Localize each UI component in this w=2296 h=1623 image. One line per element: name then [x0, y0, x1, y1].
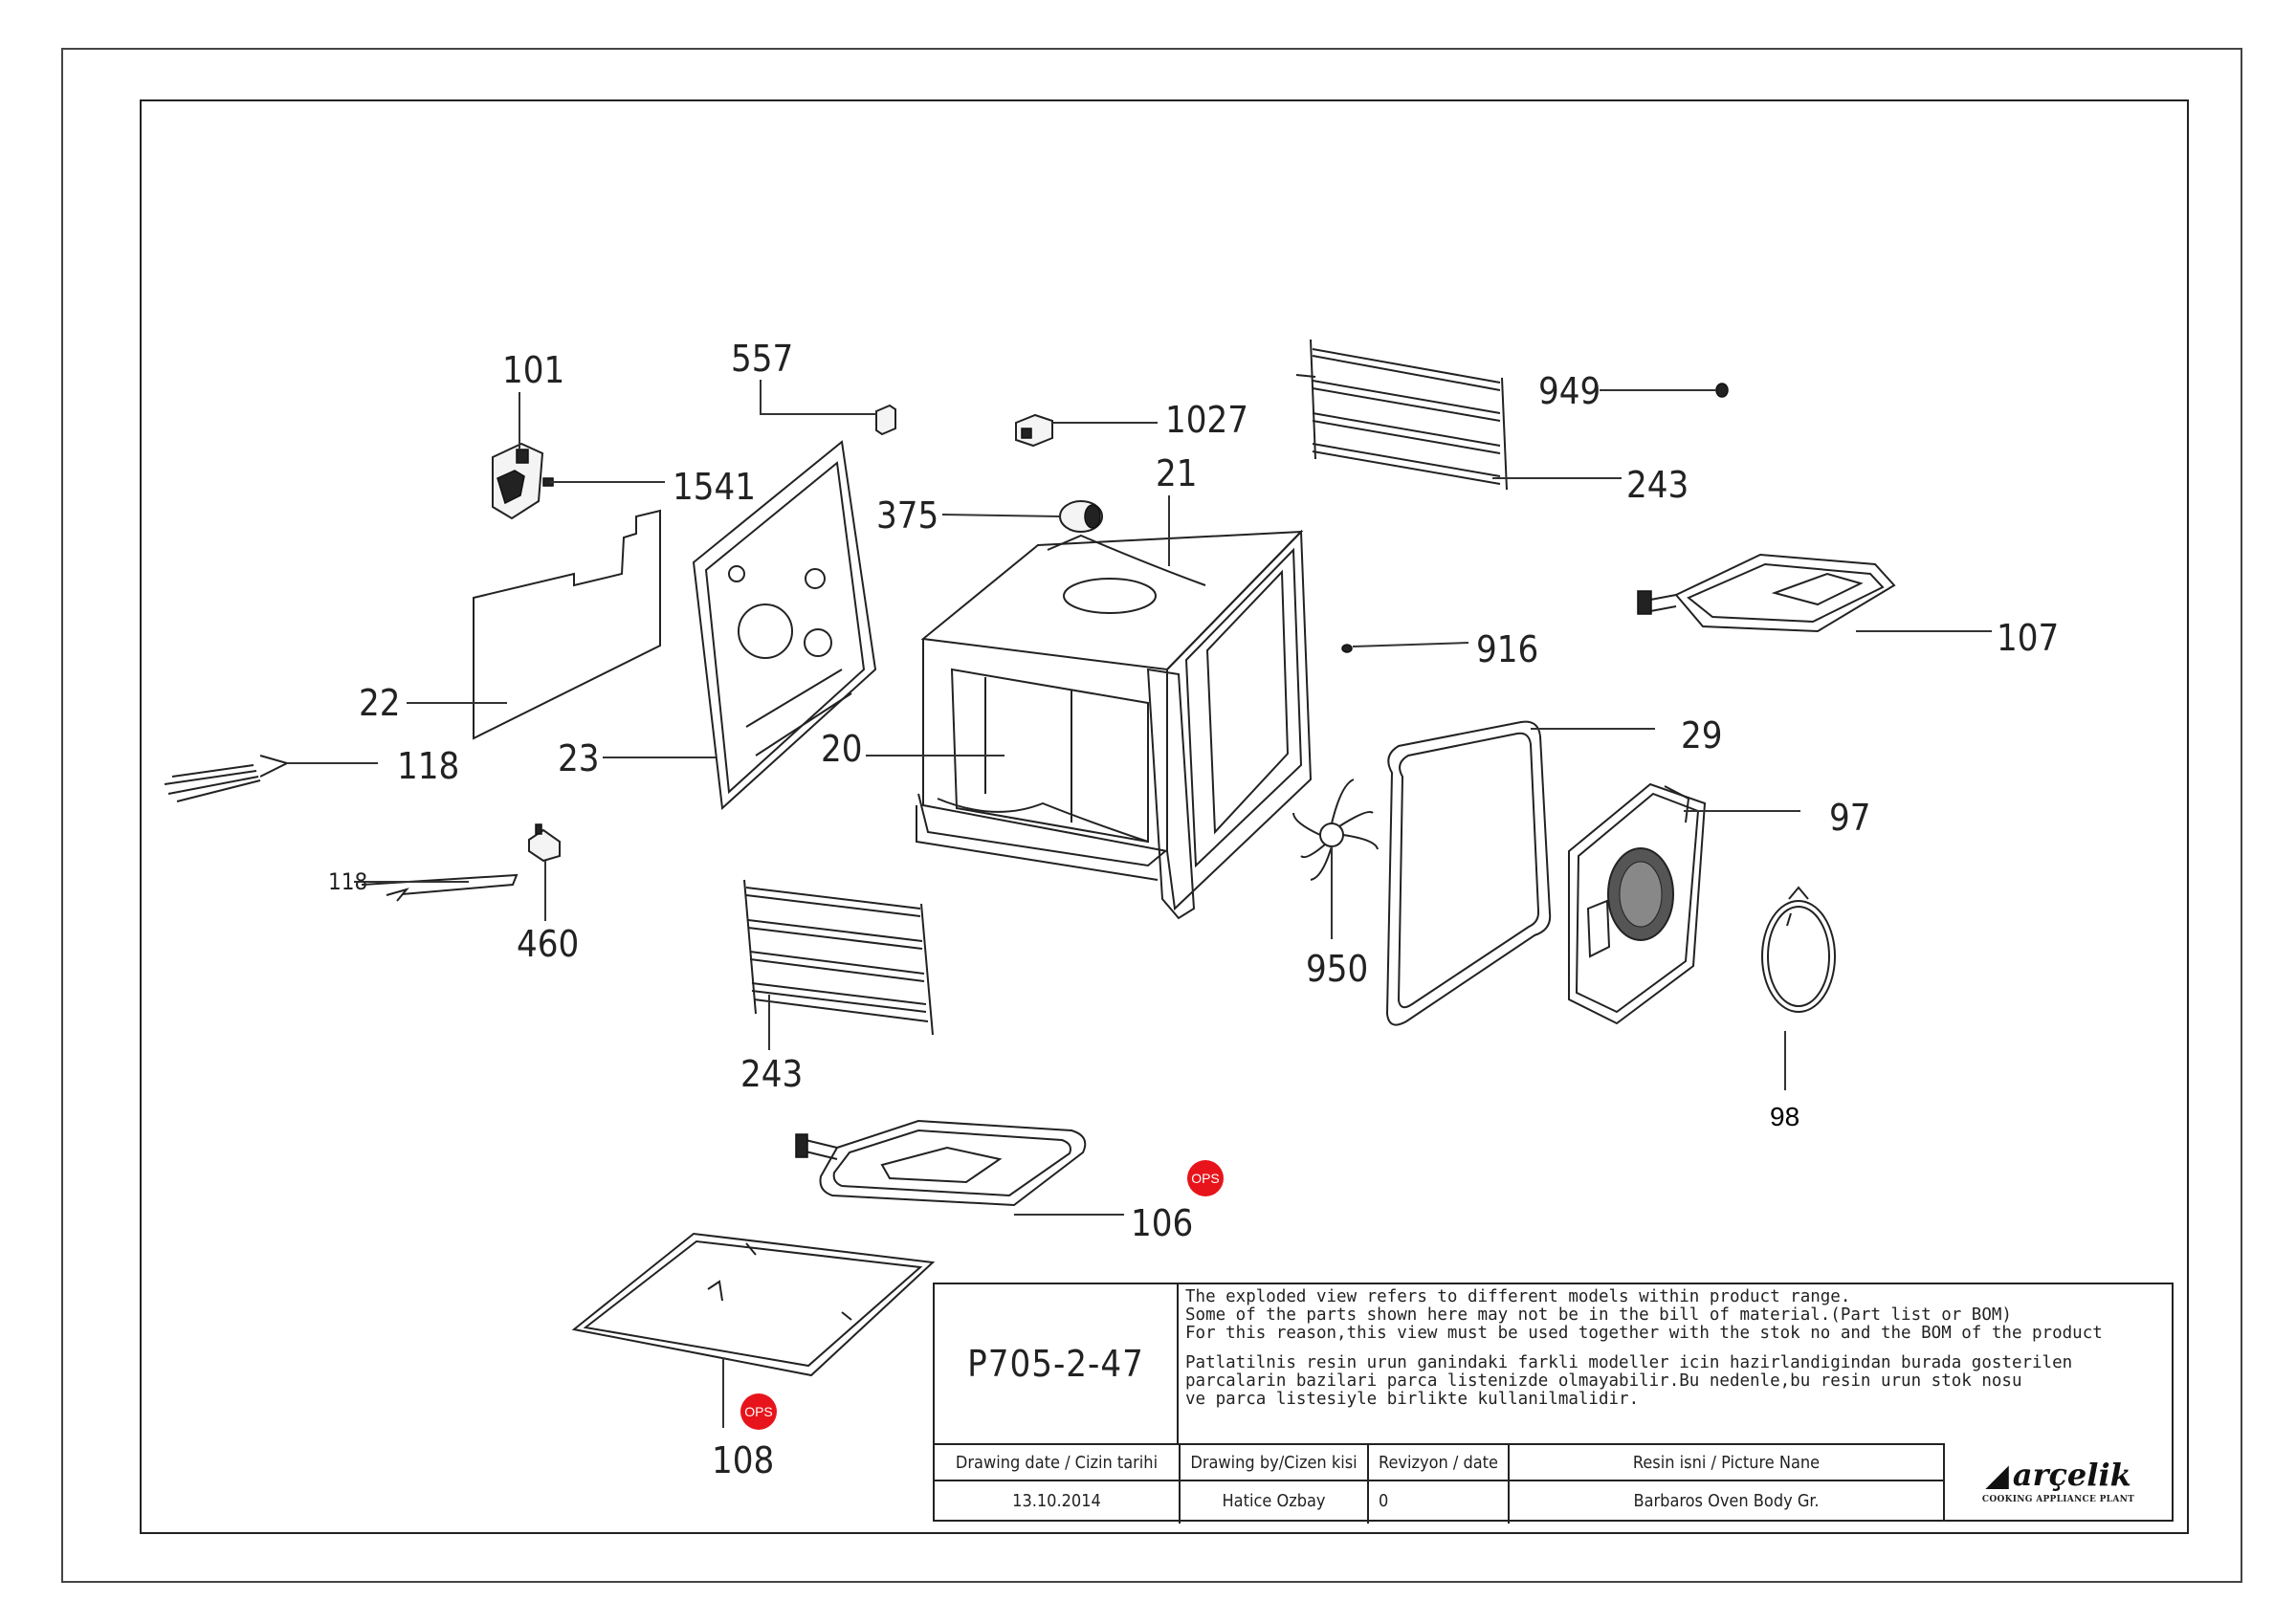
part-21-oven-cavity — [916, 529, 1313, 920]
ops-badge: OPS — [740, 1393, 777, 1430]
part-916-screw — [1341, 644, 1353, 653]
part-23-rear-panel — [692, 440, 877, 811]
callout-98: 98 — [1770, 1102, 1799, 1131]
callout-118-sensor: 118 — [328, 868, 367, 895]
brand-mark-icon: ◢ — [1985, 1457, 2009, 1493]
header-revision: Revizyon / date — [1379, 1452, 1498, 1473]
leader-557 — [760, 380, 876, 415]
header-drawing-date: Drawing date / Cizin tarihi — [955, 1452, 1159, 1473]
part-107-top-heater — [1637, 553, 1896, 633]
value-picture-name: Barbaros Oven Body Gr. — [1633, 1490, 1820, 1511]
outer-border — [61, 48, 2242, 1583]
part-108-bottom-plate — [571, 1232, 936, 1377]
callout-1027: 1027 — [1165, 399, 1248, 441]
callout-107: 107 — [1997, 617, 2059, 659]
note-line: The exploded view refers to different mo… — [1185, 1287, 1851, 1306]
callout-101: 101 — [502, 349, 564, 391]
part-243-shelf-rack-top — [1295, 339, 1508, 491]
arcelik-logo: ◢arçelik COOKING APPLIANCE PLANT — [1943, 1443, 2172, 1520]
part-460-bracket — [528, 823, 561, 863]
part-22-insulation — [473, 509, 661, 740]
note-line: For this reason,this view must be used t… — [1185, 1324, 2103, 1343]
part-118-cable — [164, 755, 290, 802]
part-949-screw — [1715, 383, 1729, 398]
callout-557: 557 — [731, 338, 793, 380]
part-97-fan-cover — [1568, 782, 1707, 1025]
drawing-border — [140, 99, 2189, 1534]
callout-950: 950 — [1306, 948, 1368, 990]
value-drawing-date: 13.10.2014 — [1012, 1490, 1101, 1511]
part-243-shelf-rack-bottom — [743, 879, 934, 1036]
part-101-thermostat — [492, 442, 554, 520]
callout-243-bottom: 243 — [740, 1053, 803, 1095]
callout-23: 23 — [558, 737, 600, 779]
callout-243-top: 243 — [1626, 464, 1689, 506]
callout-20: 20 — [821, 728, 863, 770]
part-375-lamp — [1059, 500, 1103, 533]
callout-916: 916 — [1476, 628, 1538, 670]
value-drawing-by: Hatice Ozbay — [1222, 1490, 1326, 1511]
ops-badge: OPS — [1187, 1160, 1224, 1196]
callout-949: 949 — [1538, 370, 1601, 412]
note-line: Patlatilnis resin urun ganindaki farkli … — [1185, 1353, 2073, 1372]
leader-916 — [1352, 642, 1469, 647]
part-950-fan — [1292, 779, 1379, 881]
svg-text:OPS: OPS — [744, 1404, 773, 1419]
callout-21: 21 — [1156, 452, 1198, 494]
callout-460: 460 — [517, 923, 579, 965]
note-line: parcalarin bazilari parca listenizde olm… — [1185, 1371, 2022, 1391]
title-block: P705-2-47 The exploded view refers to di… — [933, 1283, 2174, 1524]
brand-subtitle: COOKING APPLIANCE PLANT — [1981, 1495, 2135, 1504]
callout-375: 375 — [876, 494, 938, 537]
callout-108: 108 — [712, 1439, 774, 1481]
part-557-clip — [875, 404, 896, 436]
part-98-ring-heater — [1761, 886, 1836, 1013]
note-line: ve parca listesiyle birlikte kullanilmal… — [1185, 1390, 1640, 1409]
callout-118-cable: 118 — [397, 745, 459, 787]
header-drawing-by: Drawing by/Cizen kisi — [1190, 1452, 1358, 1473]
part-118-sensor — [361, 873, 519, 902]
callout-29: 29 — [1681, 714, 1723, 757]
drawing-notes: The exploded view refers to different mo… — [1181, 1288, 2167, 1441]
callout-97: 97 — [1829, 797, 1871, 839]
part-106-bottom-heater — [795, 1119, 1087, 1207]
value-revision: 0 — [1379, 1490, 1389, 1511]
leader-375 — [941, 514, 1061, 517]
part-29-gasket — [1385, 720, 1552, 1026]
callout-106: 106 — [1131, 1202, 1193, 1244]
note-line: Some of the parts shown here may not be … — [1185, 1305, 2012, 1325]
callout-1541: 1541 — [673, 466, 756, 508]
brand-name: arçelik — [2012, 1457, 2131, 1493]
svg-text:OPS: OPS — [1191, 1171, 1220, 1186]
header-picture-name: Resin isni / Picture Nane — [1632, 1452, 1821, 1473]
callout-22: 22 — [359, 682, 401, 724]
drawing-code: P705-2-47 — [935, 1284, 1179, 1443]
part-1027-switch — [1015, 413, 1053, 448]
